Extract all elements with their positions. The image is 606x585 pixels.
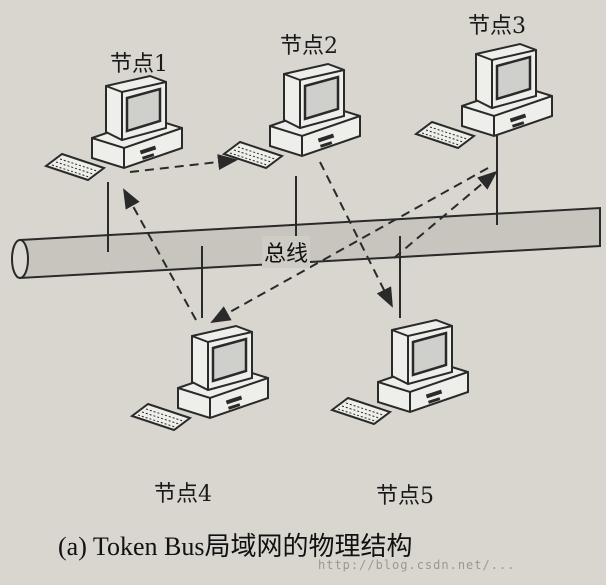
computer-node-1 bbox=[44, 74, 184, 182]
figure-caption: (a) Token Bus局域网的物理结构 bbox=[58, 532, 413, 561]
node-label-5: 节点5 bbox=[376, 484, 434, 509]
computer-node-4 bbox=[130, 324, 270, 432]
arrow-node2-to-node5 bbox=[319, 161, 393, 308]
node-label-1: 节点1 bbox=[110, 52, 168, 77]
arrow-node4-to-node1 bbox=[123, 188, 197, 321]
bus-label: 总线 bbox=[262, 236, 311, 268]
arrow-node3-to-node4 bbox=[210, 167, 489, 323]
computer-node-2 bbox=[222, 62, 362, 170]
computer-node-5 bbox=[330, 318, 470, 426]
bus-taps bbox=[107, 132, 498, 318]
token-arrows bbox=[123, 154, 498, 323]
arrow-node5-to-node3 bbox=[393, 170, 498, 259]
watermark-text: http://blog.csdn.net/... bbox=[318, 558, 516, 572]
arrow-node1-to-node2 bbox=[129, 154, 238, 173]
node-label-2: 节点2 bbox=[280, 34, 338, 59]
computer-node-3 bbox=[414, 42, 554, 150]
node-label-4: 节点4 bbox=[154, 482, 212, 507]
node-label-3: 节点3 bbox=[468, 14, 526, 39]
